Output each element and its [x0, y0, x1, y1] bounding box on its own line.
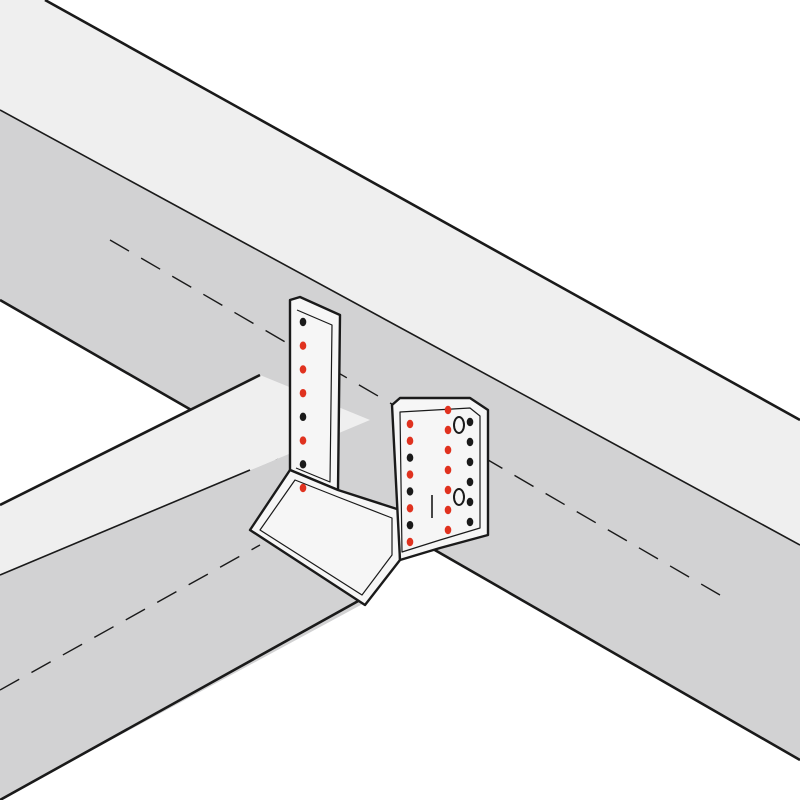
nail-hole-red: [299, 483, 307, 493]
joist-top-face: [0, 375, 370, 575]
hanger-seat-inner: [259, 479, 393, 596]
nail-hole-red: [444, 445, 452, 455]
nail-hole-red: [406, 436, 414, 446]
joist-hanger: [248, 295, 490, 607]
main-beam-top-face: [0, 0, 800, 545]
nail-hole-red: [444, 405, 452, 415]
nail-hole-black: [466, 437, 474, 447]
nail-hole-red: [299, 365, 307, 374]
nail-hole-black: [406, 520, 414, 530]
hanger-right-flange: [390, 396, 490, 562]
hanger-left-flange-nail-holes: [299, 317, 307, 493]
joist-bottom-edge: [0, 598, 361, 800]
hanger-slot-hole-bottom: [453, 488, 465, 506]
nail-hole-red: [299, 388, 307, 398]
main-beam-top-edge: [44, 0, 800, 422]
main-beam-arris: [0, 109, 800, 546]
nail-hole-black: [299, 317, 307, 327]
nail-hole-red: [299, 341, 307, 350]
hanger-right-flange-nail-holes-b: [444, 405, 452, 535]
nail-hole-black: [406, 487, 414, 496]
nail-hole-black: [406, 453, 414, 462]
nail-hole-red: [406, 504, 414, 513]
joist-centerline: [0, 544, 261, 691]
hanger-right-flange-inner: [399, 407, 481, 553]
hanger-right-flange-nail-holes-c: [466, 417, 474, 527]
nail-hole-red: [406, 419, 414, 429]
nail-hole-red: [444, 505, 452, 515]
nail-hole-black: [466, 457, 474, 467]
nail-hole-black: [299, 412, 307, 422]
main-beam-centerline: [109, 239, 721, 596]
nail-hole-black: [466, 497, 474, 507]
nail-hole-red: [406, 537, 414, 547]
joist-arris: [0, 469, 251, 576]
nail-hole-black: [466, 517, 474, 527]
nail-hole-black: [466, 477, 474, 487]
nail-hole-red: [406, 470, 414, 479]
hanger-right-flange-nail-holes-a: [406, 419, 414, 547]
nail-hole-red: [299, 436, 307, 445]
nail-hole-black: [466, 417, 474, 427]
nail-hole-black: [299, 460, 307, 469]
nail-hole-red: [444, 425, 452, 435]
joist-top-edge: [0, 373, 261, 507]
hanger-left-flange-inner: [295, 309, 333, 483]
nail-hole-red: [444, 465, 452, 475]
hanger-slot-hole-top: [453, 416, 465, 434]
nail-hole-red: [444, 525, 452, 535]
nail-hole-red: [444, 485, 452, 495]
